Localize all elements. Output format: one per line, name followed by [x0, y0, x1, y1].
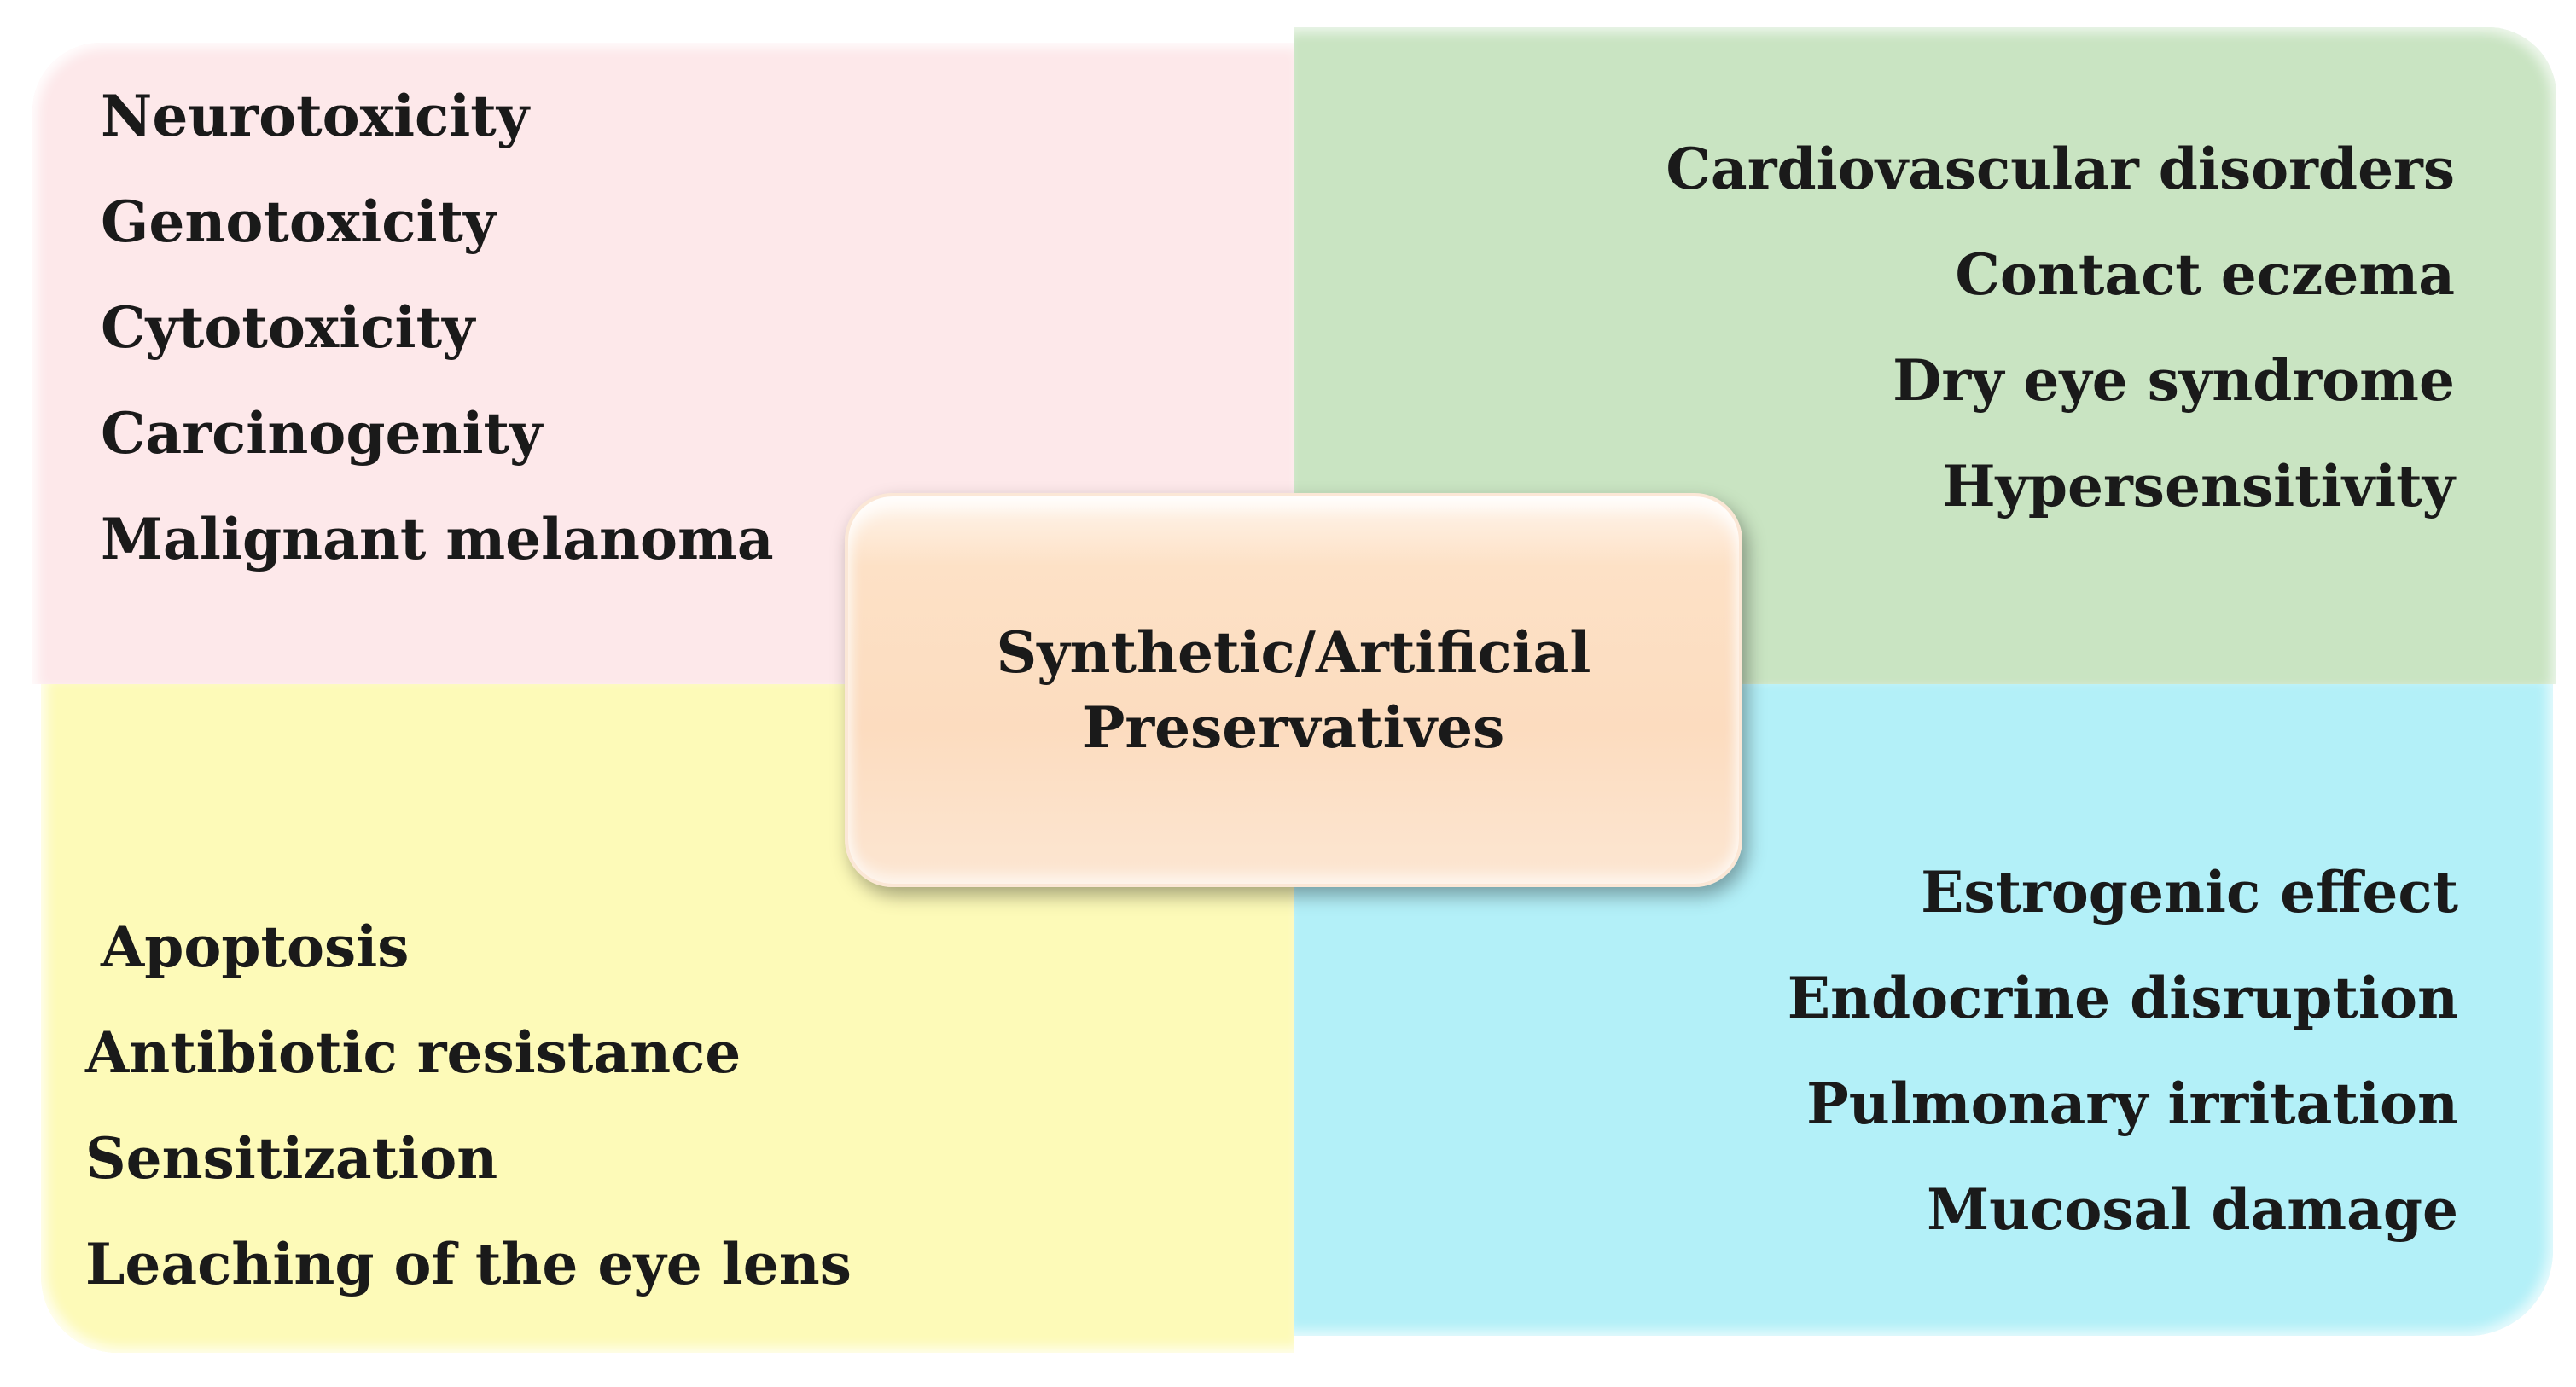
effect-item: Mucosal damage [1927, 1176, 2458, 1243]
effect-item: Antibiotic resistance [85, 1019, 741, 1086]
effect-item: Cytotoxicity [101, 294, 475, 361]
effect-item: Hypersensitivity [1942, 453, 2455, 519]
effect-item: Cardiovascular disorders [1666, 136, 2455, 202]
effect-item: Apoptosis [101, 914, 410, 980]
effect-item: Neurotoxicity [101, 83, 530, 149]
effect-item: Leaching of the eye lens [85, 1231, 852, 1297]
effect-item: Malignant melanoma [101, 506, 774, 572]
effect-item: Sensitization [85, 1125, 498, 1192]
central-topic-box: Synthetic/Artificial Preservatives [845, 493, 1742, 887]
effect-item: Pulmonary irritation [1806, 1071, 2458, 1137]
effect-item: Contact eczema [1955, 241, 2455, 308]
central-topic-title: Synthetic/Artificial Preservatives [910, 615, 1678, 765]
effect-item: Endocrine disruption [1787, 965, 2458, 1031]
central-topic-line-2: Preservatives [1082, 694, 1505, 761]
effect-item: Carcinogenity [101, 400, 543, 467]
effects-list-bottom-left: Apoptosis Antibiotic resistance Sensitiz… [85, 894, 852, 1317]
effects-list-top-right: Cardiovascular disorders Contact eczema … [1666, 116, 2455, 539]
effect-item: Dry eye syndrome [1893, 347, 2455, 414]
effect-item: Estrogenic effect [1921, 859, 2458, 926]
central-topic-line-1: Synthetic/Artificial [996, 619, 1591, 686]
effects-list-top-left: Neurotoxicity Genotoxicity Cytotoxicity … [101, 63, 774, 592]
effects-list-bottom-right: Estrogenic effect Endocrine disruption P… [1788, 839, 2458, 1262]
effect-item: Genotoxicity [101, 189, 497, 255]
